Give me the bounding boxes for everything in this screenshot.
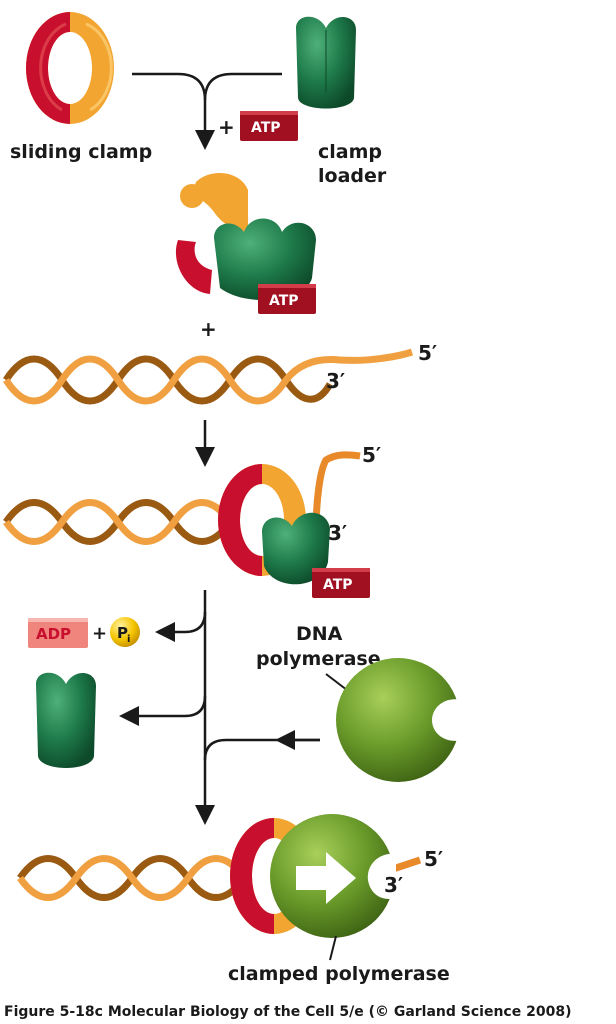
three-prime-label-3: 3′ xyxy=(384,873,403,897)
svg-text:P: P xyxy=(117,624,128,642)
clamp-loader-icon xyxy=(296,16,356,109)
svg-text:ATP: ATP xyxy=(269,293,299,309)
dna-polymerase-icon xyxy=(336,658,462,782)
plus-sign-1: + xyxy=(218,115,235,139)
clamp-loader-complex-icon xyxy=(175,172,316,301)
dna-helix-final-icon xyxy=(17,855,247,901)
direction-arrow-icon xyxy=(296,852,356,904)
sliding-clamp-icon xyxy=(26,12,114,124)
svg-text:ATP: ATP xyxy=(251,120,281,136)
svg-text:ADP: ADP xyxy=(36,625,71,643)
loaded-loader-icon xyxy=(262,512,330,585)
merge-arrow-right xyxy=(203,72,282,101)
primer-strand-icon xyxy=(312,451,361,535)
plus-sign-2: + xyxy=(200,317,217,341)
dna-polymerase-label-2: polymerase xyxy=(256,648,381,670)
svg-text:i: i xyxy=(127,634,130,645)
clamp-loader-label-1: clamp xyxy=(318,141,382,163)
merge-arrow-left xyxy=(132,72,215,150)
atp-badge-3: ATP xyxy=(312,568,370,598)
five-prime-label-1: 5′ xyxy=(418,341,437,365)
five-prime-label-2: 5′ xyxy=(362,443,381,467)
clamped-polymerase-pointer xyxy=(329,935,337,961)
clamp-loader-label-2: loader xyxy=(318,165,387,187)
dna-polymerase-label-1: DNA xyxy=(296,623,343,645)
atp-badge-2: ATP xyxy=(258,284,316,314)
release-arrow-loader xyxy=(119,695,207,726)
dna-helix-loaded-icon xyxy=(3,499,233,545)
three-prime-label-2: 3′ xyxy=(328,521,347,545)
dna-helix-icon xyxy=(3,348,414,405)
five-prime-label-3: 5′ xyxy=(424,847,443,871)
figure-caption: Figure 5-18c Molecular Biology of the Ce… xyxy=(4,1004,571,1020)
plus-sign-3: + xyxy=(92,623,107,644)
svg-text:ATP: ATP xyxy=(323,577,353,593)
released-loader-icon xyxy=(36,672,96,768)
atp-badge-1: ATP xyxy=(240,111,298,141)
polymerase-join-arrow xyxy=(203,738,320,761)
three-prime-label-1: 3′ xyxy=(326,369,345,393)
adp-badge: ADP xyxy=(28,618,88,648)
phosphate-icon: P i xyxy=(110,617,140,647)
sliding-clamp-label: sliding clamp xyxy=(10,141,152,163)
clamped-polymerase-label: clamped polymerase xyxy=(228,963,450,985)
release-arrow-adp xyxy=(155,611,207,642)
